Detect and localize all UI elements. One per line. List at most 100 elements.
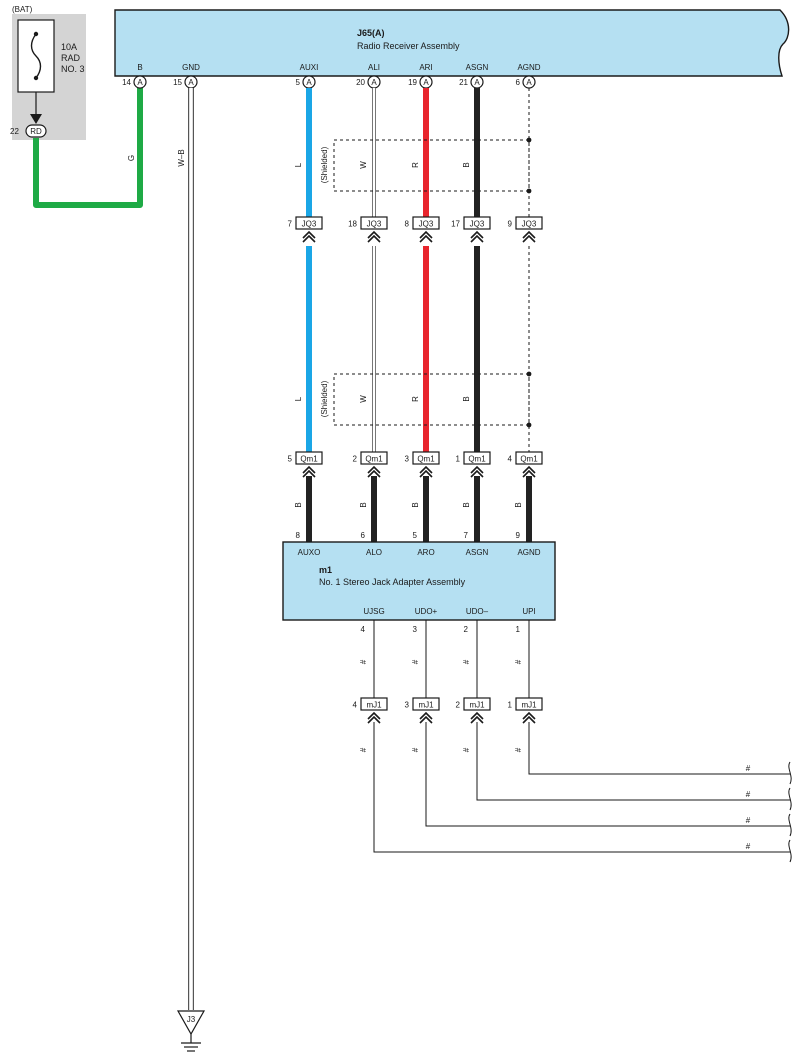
qm1-connector xyxy=(412,451,440,465)
adapter-wire-color-label: B xyxy=(359,502,368,507)
lower-wire-color-label: W xyxy=(359,395,368,403)
jq3-chevron-icon xyxy=(367,230,381,243)
radio-pin-label: GND xyxy=(182,63,200,72)
harness-wire-color-label: # xyxy=(746,764,751,773)
mj1-outgoing-wire xyxy=(373,722,790,853)
adapter-bottom-pin-number: 1 xyxy=(516,625,521,634)
fuse-out-pin: 22 xyxy=(10,127,19,136)
lower-wire-color-label: L xyxy=(294,396,303,401)
radio-pin-connector-code: A xyxy=(474,78,480,87)
qm1-chevron-icon xyxy=(522,465,536,478)
adapter-id: m1 xyxy=(319,565,332,575)
mj1-chevron-icon xyxy=(470,711,484,724)
lower-wire-color-label: R xyxy=(411,396,420,402)
jq3-connector-code: JQ3 xyxy=(419,220,434,229)
wire-break-icon xyxy=(788,813,792,837)
radio-pin-number: 15 xyxy=(173,78,182,87)
adapter-wire-color-label: B xyxy=(294,502,303,507)
jq3-connector-code: JQ3 xyxy=(522,220,537,229)
jq3-connector-code: JQ3 xyxy=(367,220,382,229)
qm1-connector xyxy=(515,451,543,465)
lower-wire-color-label: B xyxy=(462,396,471,401)
adapter-bottom-pin-label: UDO+ xyxy=(415,607,438,616)
qm1-pin-number: 4 xyxy=(508,455,513,464)
radio-pin-label: ASGN xyxy=(466,63,489,72)
mj1-wire-color-label: # xyxy=(359,747,368,752)
shield-lower-label: (Shielded) xyxy=(320,380,329,417)
jq3-connector xyxy=(463,216,491,230)
adapter-body xyxy=(282,541,556,621)
mj1-chevron-icon xyxy=(419,711,433,724)
signal-wire-color-label: # xyxy=(359,659,368,664)
power-wire-path xyxy=(33,88,143,208)
radio-receiver-body xyxy=(114,9,790,77)
adapter-top-pin-label: ASGN xyxy=(466,548,489,557)
adapter-top-pin-number: 7 xyxy=(464,531,469,540)
jq3-chevron-icon xyxy=(419,230,433,243)
mj1-pin-number: 2 xyxy=(456,701,461,710)
adapter-top-pin-number: 5 xyxy=(413,531,418,540)
adapter-wire-color-label: B xyxy=(411,502,420,507)
ground-point-label: J3 xyxy=(187,1015,196,1024)
fuse-out-connector xyxy=(25,124,47,138)
shield-upper: (Shielded) xyxy=(320,137,532,194)
radio-pin-connector xyxy=(133,75,147,89)
upper-wire-color-label: W xyxy=(359,161,368,169)
fuse-element-icon xyxy=(30,33,42,79)
jq3-pin-number: 18 xyxy=(348,220,357,229)
mj1-outgoing-wire xyxy=(425,722,790,827)
radio-pin-connector-code: A xyxy=(423,78,429,87)
shield-lower-outline xyxy=(333,373,530,426)
radio-receiver-pins: BA14GNDA15AUXIA5ALIA20ARIA19ASGNA21AGNDA… xyxy=(122,63,541,89)
mj1-connector-code: mJ1 xyxy=(418,701,434,710)
adapter-top-pin-label: AUXO xyxy=(298,548,321,557)
ground-wire-color-label: W–B xyxy=(177,149,186,166)
shield-upper-junction-top xyxy=(526,137,532,143)
radio-pin-label: AGND xyxy=(517,63,540,72)
qm1-connector-code: Qm1 xyxy=(468,455,486,464)
wire-break-icon xyxy=(788,839,792,863)
qm1-pin-number: 3 xyxy=(405,455,410,464)
adapter-top-pin-number: 9 xyxy=(516,531,521,540)
qm1-connector-code: Qm1 xyxy=(520,455,538,464)
adapter-top-pin-label: ARO xyxy=(417,548,434,557)
qm1-chevron-icon xyxy=(419,465,433,478)
jq3-connector xyxy=(360,216,388,230)
radio-pin-connector-code: A xyxy=(188,78,194,87)
mj1-chevron-icon xyxy=(522,711,536,724)
harness-wire-color-label: # xyxy=(746,842,751,851)
mj1-outgoing-wire xyxy=(528,722,790,775)
adapter-top-pin-label: ALO xyxy=(366,548,382,557)
upper-wire-color-label: L xyxy=(294,162,303,167)
adapter-bottom-pin-label: UPI xyxy=(522,607,535,616)
jq3-chevron-icon xyxy=(470,230,484,243)
radio-receiver-name: Radio Receiver Assembly xyxy=(357,41,460,51)
radio-pin-number: 20 xyxy=(356,78,365,87)
mj1-connector-code: mJ1 xyxy=(521,701,537,710)
qm1-connector-code: Qm1 xyxy=(300,455,318,464)
shield-lower: (Shielded) xyxy=(320,371,532,428)
radio-pin-label: AUXI xyxy=(300,63,319,72)
ground-wire: W–B J3 xyxy=(176,88,206,1052)
mj1-connector xyxy=(463,697,491,711)
radio-pin-number: 19 xyxy=(408,78,417,87)
adapter-top-pin-number: 6 xyxy=(361,531,366,540)
jq3-pin-number: 9 xyxy=(508,220,513,229)
wire-break-icon xyxy=(788,761,792,785)
ground-point-symbol-icon xyxy=(176,1010,206,1036)
jq3-chevron-icon xyxy=(302,230,316,243)
adapter-top-pin-label: AGND xyxy=(517,548,540,557)
radio-pin-connector-code: A xyxy=(137,78,143,87)
fuse-source-label: (BAT) xyxy=(12,5,33,14)
adapter-wire-color-label: B xyxy=(514,502,523,507)
radio-pin-number: 14 xyxy=(122,78,131,87)
mj1-outgoing-wire xyxy=(476,722,790,801)
qm1-chevron-icon xyxy=(367,465,381,478)
jq3-connector xyxy=(515,216,543,230)
mj1-wire-color-label: # xyxy=(514,747,523,752)
fuse-name-line1: RAD xyxy=(61,53,81,63)
